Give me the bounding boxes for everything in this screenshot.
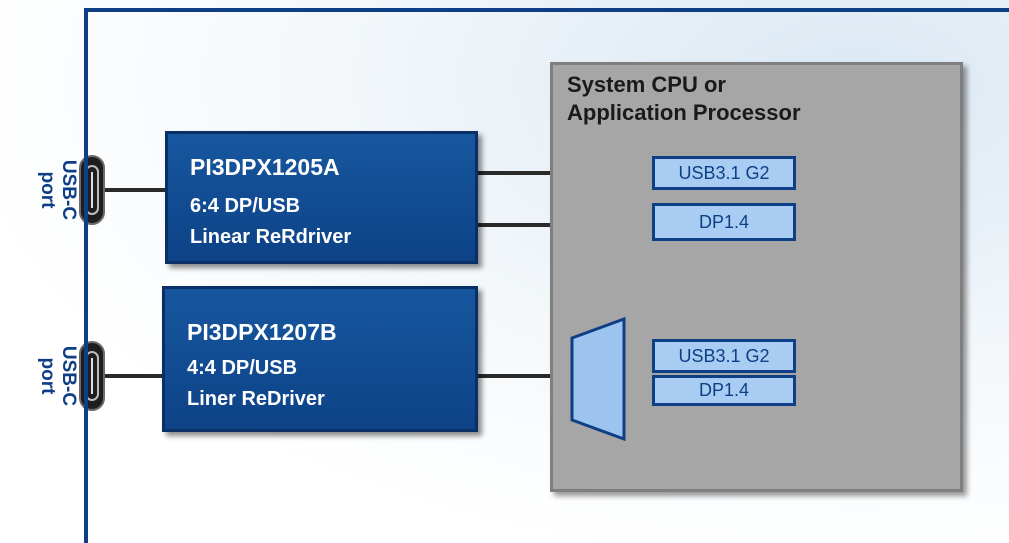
chip-ratio: 4:4 DP/USB — [187, 357, 298, 379]
chip-type: Liner ReDriver — [187, 388, 325, 410]
board-edge-left — [84, 8, 88, 543]
chip-ratio: 6:4 DP/USB — [190, 195, 301, 217]
cpu-title-line1: System CPU or — [567, 72, 726, 97]
board-edge-top — [84, 8, 1009, 12]
redriver-chip-1207b: PI3DPX1207B 4:4 DP/USB Liner ReDriver — [162, 286, 478, 432]
chip-name: PI3DPX1205A — [190, 154, 340, 180]
cpu-port-usb-upper: USB3.1 G2 — [652, 156, 796, 190]
port-label-line2: port — [37, 357, 59, 395]
cpu-title-line2: Application Processor — [567, 100, 801, 125]
cpu-title: System CPU or Application Processor — [567, 71, 947, 127]
port-label-line1: USB-C — [58, 345, 80, 407]
usb-c-port-label: USB-C port — [37, 321, 79, 431]
chip-type: Linear ReRdriver — [190, 226, 352, 248]
redriver-chip-1205a: PI3DPX1205A 6:4 DP/USB Linear ReRdriver — [165, 131, 478, 264]
cpu-port-dp-lower: DP1.4 — [652, 375, 796, 406]
port-label-line2: port — [37, 171, 59, 209]
cpu-port-dp-upper: DP1.4 — [652, 203, 796, 241]
usb-c-port-label: USB-C port — [37, 135, 79, 245]
cpu-port-usb-lower: USB3.1 G2 — [652, 339, 796, 373]
mux-trapezoid-icon — [570, 316, 626, 442]
port-label-line1: USB-C — [58, 159, 80, 221]
chip-name: PI3DPX1207B — [187, 319, 337, 345]
